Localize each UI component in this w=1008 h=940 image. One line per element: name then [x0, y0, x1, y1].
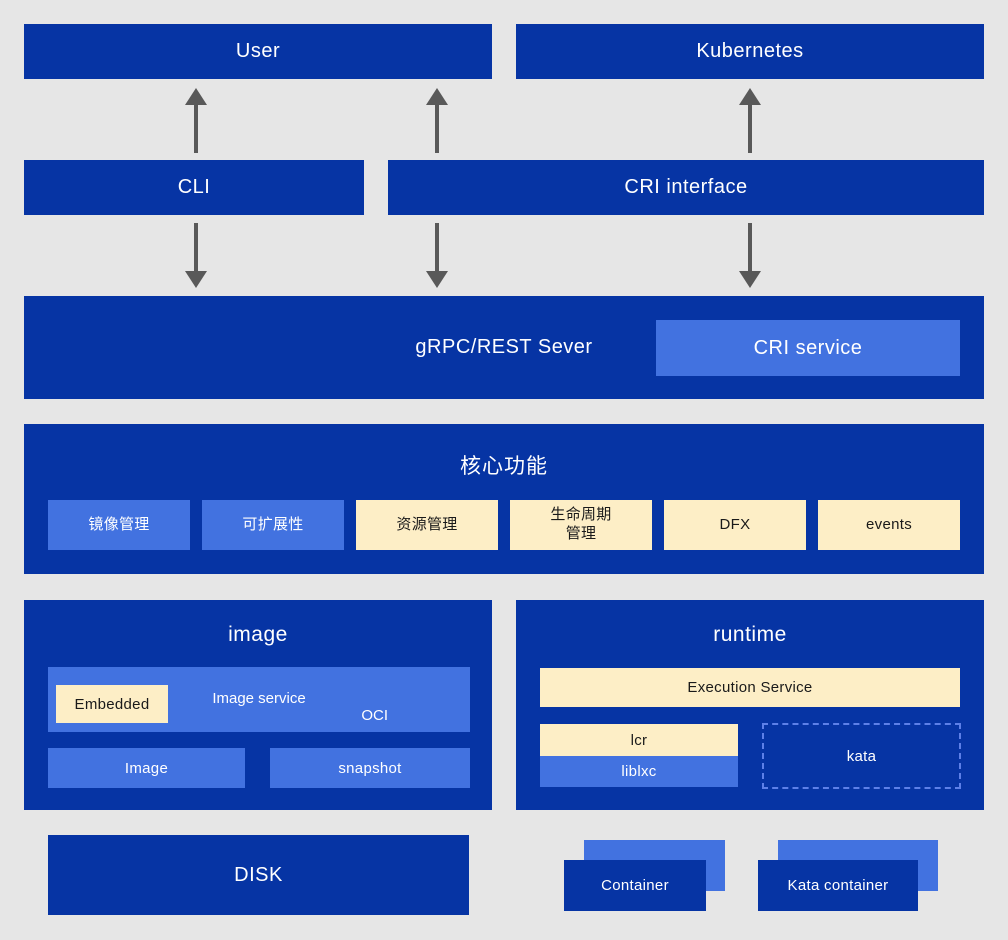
arrow-cri-to-server-icon — [426, 223, 448, 288]
lcr-box: lcr — [540, 724, 738, 756]
arrow-cli-to-server-icon — [185, 223, 207, 288]
execution-service-box: Execution Service — [540, 668, 960, 707]
cri-interface-label: CRI interface — [624, 176, 748, 198]
core-item-extensibility: 可扩展性 — [202, 500, 344, 550]
arrow-cri-to-server-right-icon — [739, 223, 761, 288]
image-module-box: image Image service OCI Embedded Image s… — [24, 600, 492, 810]
runtime-module-box: runtime Execution Service lcr liblxc kat… — [516, 600, 984, 810]
kata-container-label: Kata container — [787, 877, 889, 894]
grpc-rest-server-label: gRPC/REST Sever — [415, 336, 593, 358]
core-item-events: events — [818, 500, 960, 550]
disk-label: DISK — [234, 863, 283, 886]
kubernetes-label: Kubernetes — [696, 40, 804, 62]
snapshot-box: snapshot — [270, 748, 470, 788]
embedded-box: Embedded — [56, 685, 168, 723]
cli-box: CLI — [24, 160, 364, 215]
arrow-cli-to-user-icon — [185, 88, 207, 153]
kubernetes-box: Kubernetes — [516, 24, 984, 79]
liblxc-box: liblxc — [540, 756, 738, 787]
core-item-resource-management: 资源管理 — [356, 500, 498, 550]
image-sub-box: Image — [48, 748, 245, 788]
image-service-label: Image service — [212, 690, 306, 707]
cri-interface-box: CRI interface — [388, 160, 984, 215]
core-functions-row: 镜像管理 可扩展性 资源管理 生命周期 管理 DFX events — [48, 500, 960, 550]
cri-service-box: CRI service — [656, 320, 960, 376]
oci-label: OCI — [361, 707, 388, 724]
runtime-module-title: runtime — [713, 623, 787, 646]
cri-service-label: CRI service — [753, 336, 863, 359]
arrow-cri-to-kubernetes-icon — [739, 88, 761, 153]
disk-box: DISK — [48, 835, 469, 915]
user-label: User — [235, 40, 281, 62]
core-item-lifecycle-management: 生命周期 管理 — [510, 500, 652, 550]
cli-label: CLI — [177, 176, 211, 198]
kata-container-box: Kata container — [758, 860, 918, 911]
core-functions-title: 核心功能 — [460, 455, 548, 478]
container-box: Container — [564, 860, 706, 911]
user-box: User — [24, 24, 492, 79]
core-item-dfx: DFX — [664, 500, 806, 550]
kata-box: kata — [762, 723, 961, 789]
image-module-title: image — [228, 623, 288, 646]
grpc-rest-server-box: gRPC/REST Sever CRI service — [24, 296, 984, 399]
core-item-image-management: 镜像管理 — [48, 500, 190, 550]
core-functions-box: 核心功能 镜像管理 可扩展性 资源管理 生命周期 管理 DFX events — [24, 424, 984, 574]
container-label: Container — [601, 877, 669, 894]
arrow-cri-to-user-icon — [426, 88, 448, 153]
